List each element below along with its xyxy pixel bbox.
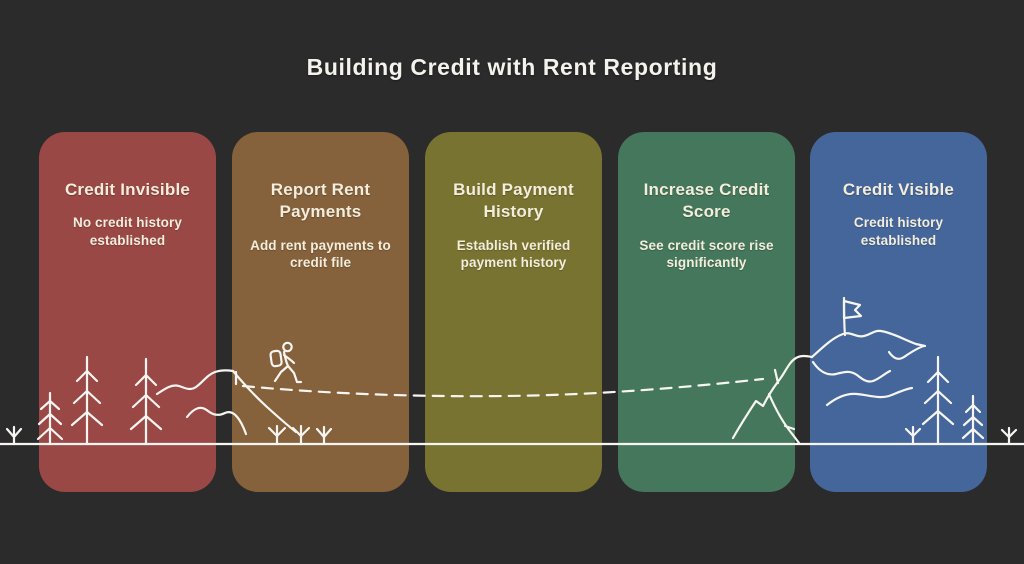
card-subtitle: No credit history established <box>73 215 182 248</box>
stage-card-build-payment-history: Build Payment History Establish verified… <box>425 132 602 492</box>
card-content: Build Payment History Establish verified… <box>425 132 602 272</box>
page-title: Building Credit with Rent Reporting <box>306 54 718 80</box>
stage-card-report-rent-payments: Report Rent Payments Add rent payments t… <box>232 132 409 492</box>
card-subtitle: Establish verified payment history <box>456 237 571 271</box>
stage-card-credit-invisible: Credit Invisible No credit history estab… <box>39 132 216 492</box>
card-content: Report Rent Payments Add rent payments t… <box>232 132 409 272</box>
card-subtitle: Credit history established <box>853 215 944 248</box>
card-subtitle: See credit score rise significantly <box>639 237 774 271</box>
stage-card-increase-credit-score: Increase Credit Score See credit score r… <box>618 132 795 492</box>
card-subtitle: Add rent payments to credit file <box>250 237 391 271</box>
card-title: Credit Visible <box>842 180 955 199</box>
card-title: Build Payment History <box>453 180 574 222</box>
card-title: Increase Credit Score <box>643 180 770 222</box>
card-content: Credit Invisible No credit history estab… <box>39 132 216 250</box>
card-title: Credit Invisible <box>64 180 191 199</box>
card-title: Report Rent Payments <box>270 180 371 222</box>
card-content: Increase Credit Score See credit score r… <box>618 132 795 272</box>
stage-card-credit-visible: Credit Visible Credit history establishe… <box>810 132 987 492</box>
card-content: Credit Visible Credit history establishe… <box>810 132 987 250</box>
